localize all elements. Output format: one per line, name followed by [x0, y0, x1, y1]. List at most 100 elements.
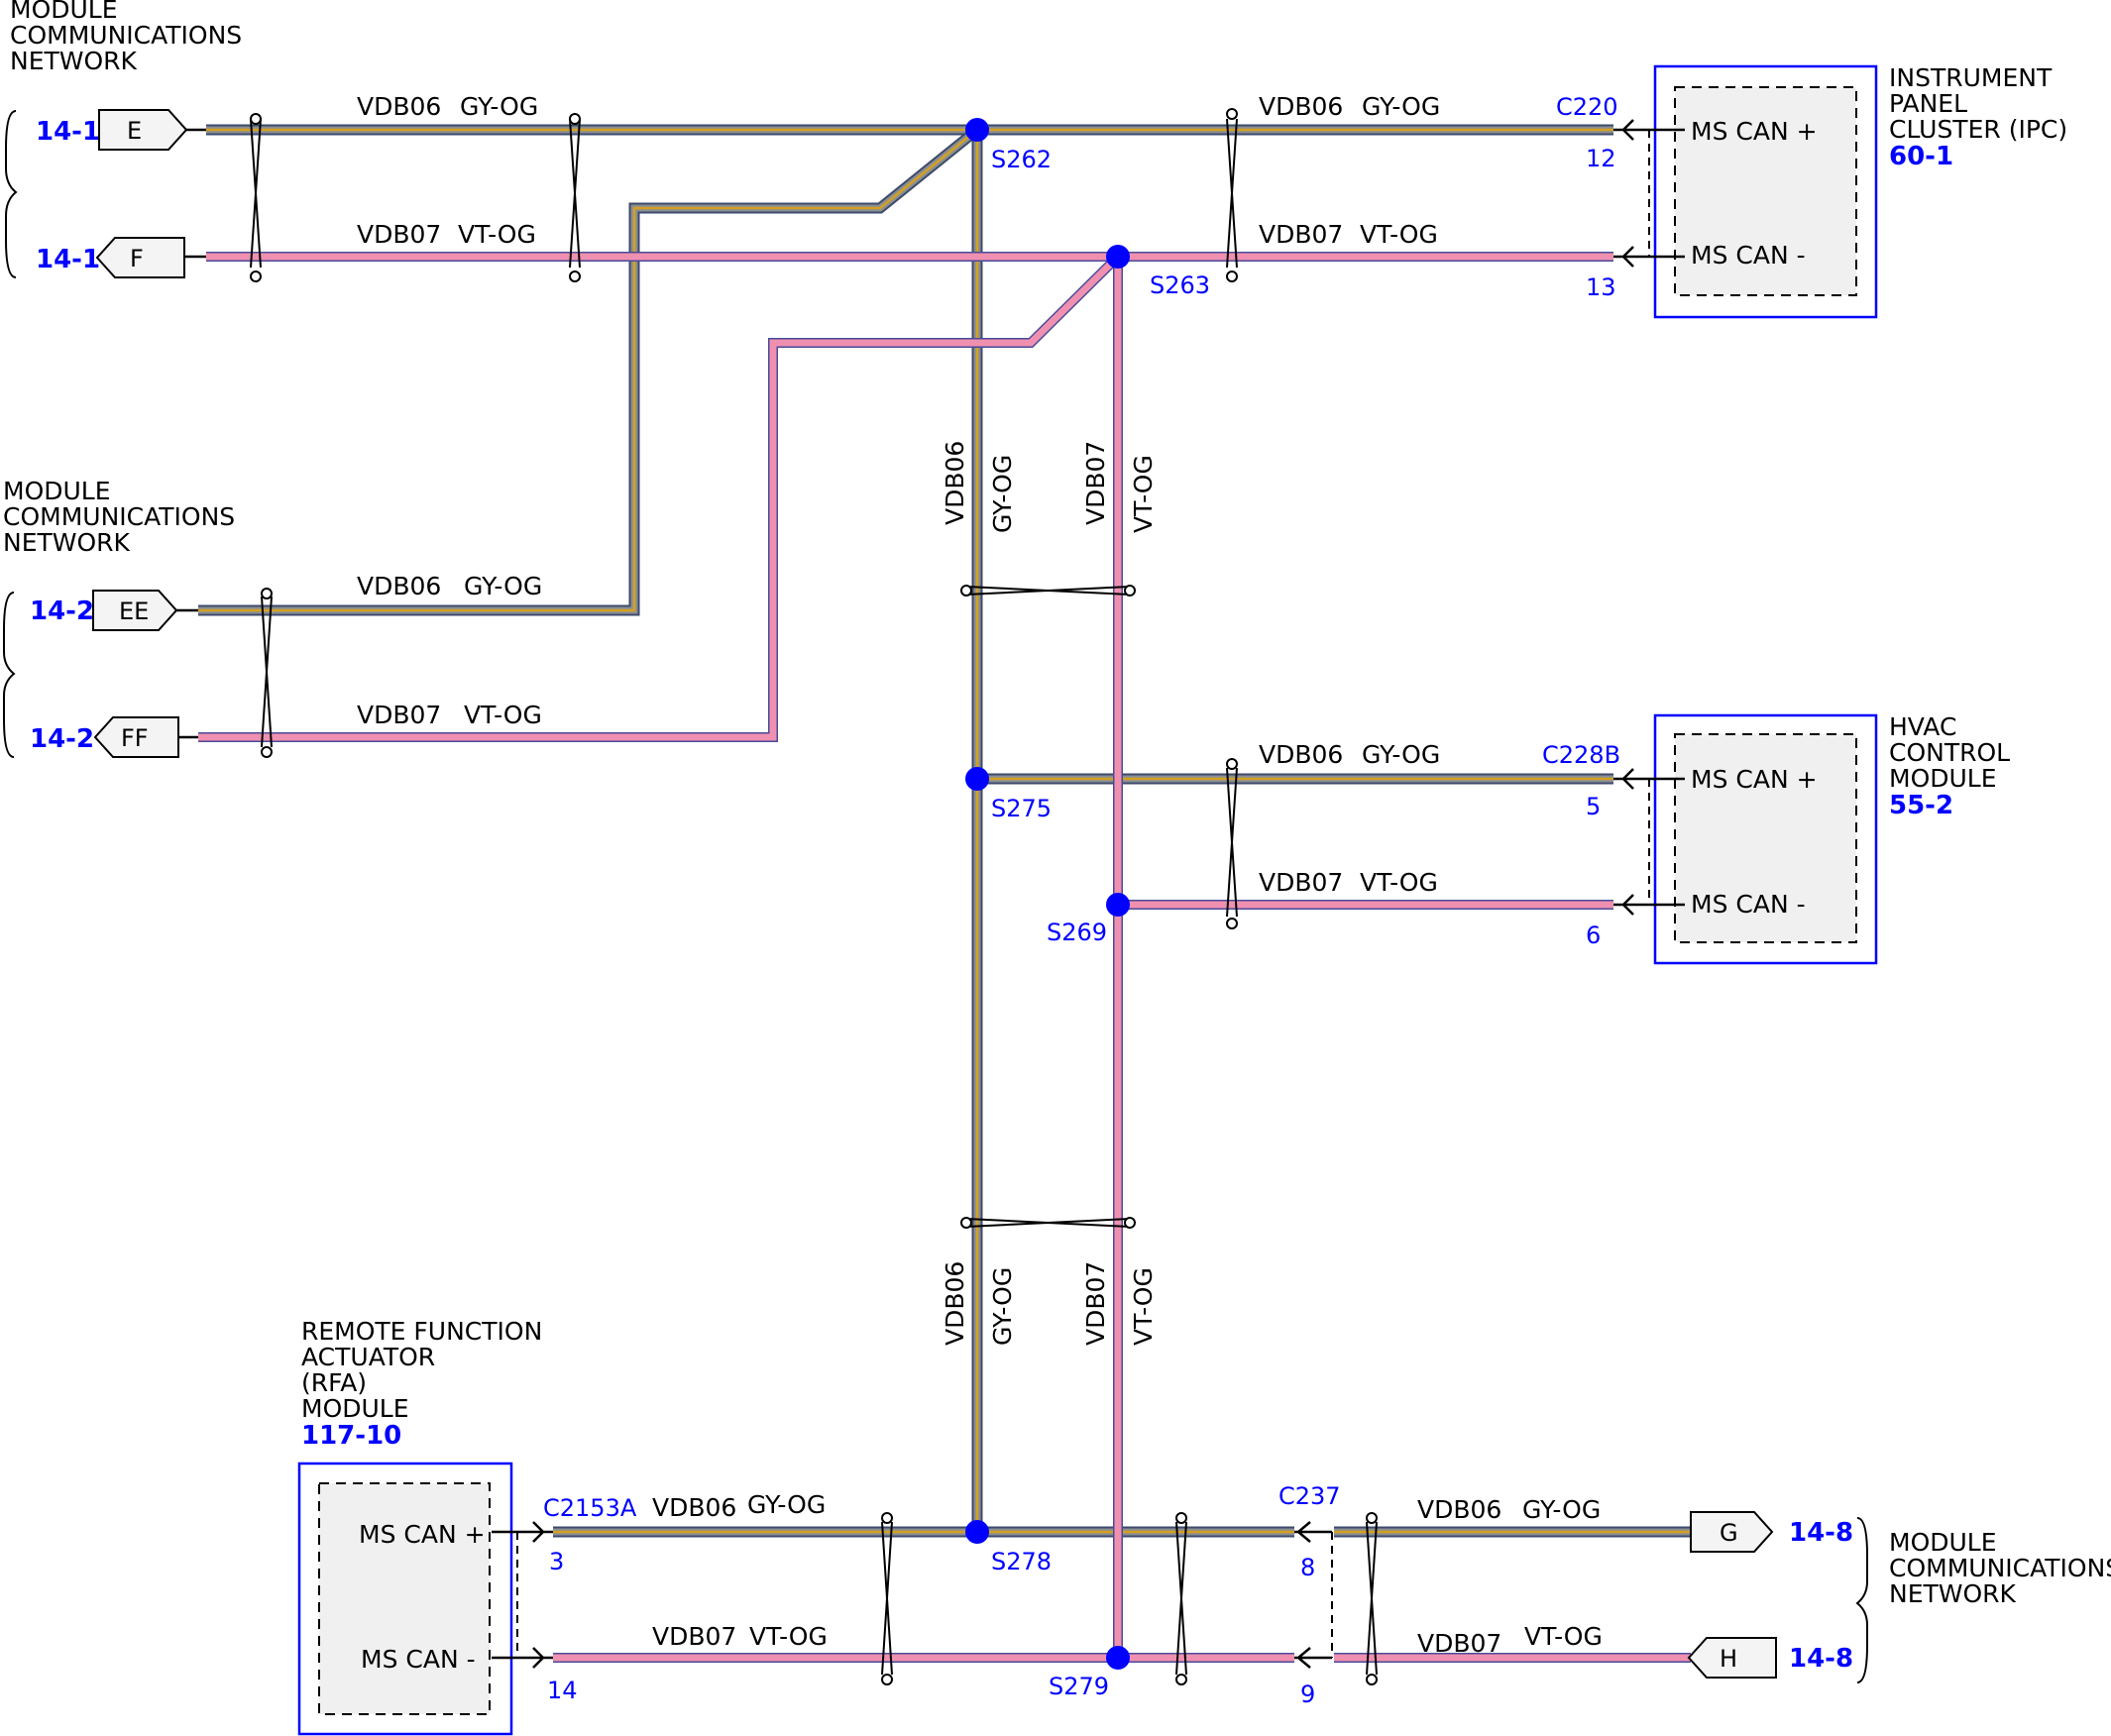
connector-g[interactable]: G	[1690, 1511, 1774, 1553]
pin-number: 8	[1300, 1554, 1315, 1581]
network-label: MODULE	[3, 477, 111, 505]
twist-marker	[1226, 108, 1238, 282]
wire-code: VDB07	[357, 220, 441, 249]
splice-label-s263: S263	[1150, 271, 1210, 299]
ref-link[interactable]: 14-2	[30, 597, 94, 626]
ref-link[interactable]: 14-2	[30, 724, 94, 754]
wire-code: VDB07	[1081, 1261, 1110, 1346]
module-name: CLUSTER (IPC)	[1889, 115, 2067, 144]
network-label: NETWORK	[1889, 1579, 2017, 1608]
wire-code: VDB06	[941, 1261, 969, 1346]
connector-name: C2153A	[543, 1494, 637, 1522]
wire-color: VT-OG	[464, 701, 542, 729]
wire-color: GY-OG	[1362, 740, 1440, 769]
pin-label: MS CAN -	[361, 1645, 476, 1674]
pin-label: MS CAN -	[1691, 890, 1806, 919]
twist-marker	[1175, 1512, 1187, 1685]
wire-code: VDB06	[1259, 92, 1343, 121]
connector-h[interactable]: H	[1687, 1637, 1777, 1679]
splice-s263[interactable]	[1106, 245, 1130, 269]
pin-label: MS CAN +	[1691, 117, 1818, 146]
wire-color: GY-OG	[988, 455, 1017, 533]
module-hvac[interactable]: MS CAN + MS CAN - C228B 5 6 HVAC CONTROL…	[1542, 712, 2010, 965]
splice-s269[interactable]	[1106, 893, 1130, 917]
connector-name: C228B	[1542, 741, 1620, 769]
wire-code: VDB07	[1259, 868, 1343, 897]
brace-icon	[3, 592, 16, 758]
ref-link[interactable]: 14-1	[36, 117, 100, 147]
wire-color: VT-OG	[458, 220, 536, 249]
module-name: INSTRUMENT	[1889, 63, 2053, 92]
wire-color: GY-OG	[1362, 92, 1440, 121]
wire-code: VDB07	[1417, 1629, 1501, 1658]
wire-color: VT-OG	[1129, 1267, 1158, 1346]
connector-f[interactable]: F	[95, 237, 185, 278]
network-label: COMMUNICATIONS	[3, 502, 235, 531]
pin-number: 12	[1586, 145, 1616, 172]
twist-marker	[569, 113, 581, 282]
network-label: COMMUNICATIONS	[1889, 1554, 2111, 1582]
inline-connector-c237[interactable]: C237 8 9	[1278, 1482, 1341, 1708]
module-name: ACTUATOR	[301, 1343, 435, 1371]
pin-number: 3	[549, 1548, 564, 1575]
network-label: MODULE	[1889, 1528, 1997, 1557]
connector-tag: FF	[121, 724, 149, 752]
wire-code: VDB06	[1417, 1495, 1501, 1524]
connector-name: C237	[1278, 1482, 1341, 1510]
wire-color: GY-OG	[464, 572, 542, 600]
module-rfa[interactable]: REMOTE FUNCTION ACTUATOR (RFA) MODULE 11…	[297, 1317, 637, 1736]
network-label: NETWORK	[10, 47, 138, 75]
splice-s278[interactable]	[965, 1520, 989, 1544]
wire-vdb06-ee[interactable]	[198, 125, 981, 616]
network-label: NETWORK	[3, 528, 131, 557]
wire-code: VDB06	[357, 92, 441, 121]
wire-vdb07-ff[interactable]	[198, 253, 1122, 742]
network-bottom-right: G H 14-8 14-8 MODULE COMMUNICATIONS NETW…	[1687, 1511, 2111, 1683]
twist-marker	[1226, 758, 1238, 929]
wire-color: VT-OG	[1360, 220, 1438, 249]
splice-label-s269: S269	[1047, 919, 1107, 946]
wire-code: VDB06	[1259, 740, 1343, 769]
pin-number: 13	[1586, 273, 1616, 301]
twist-marker	[960, 585, 1136, 597]
twist-marker	[881, 1512, 893, 1685]
splice-s275[interactable]	[965, 767, 989, 791]
wire-code: VDB06	[941, 441, 969, 525]
network-label: COMMUNICATIONS	[10, 21, 242, 50]
ref-link[interactable]: 14-8	[1789, 1518, 1853, 1548]
connector-ee[interactable]: EE	[92, 590, 178, 631]
wire-code: VDB07	[652, 1622, 736, 1651]
pin-label: MS CAN +	[359, 1520, 486, 1549]
module-ref: 55-2	[1889, 791, 1953, 820]
splice-label-s278: S278	[991, 1548, 1052, 1575]
twist-marker	[1366, 1512, 1378, 1685]
wire-color: GY-OG	[988, 1267, 1017, 1346]
pin-label: MS CAN +	[1691, 765, 1818, 794]
wire-color: GY-OG	[747, 1490, 826, 1519]
connector-e[interactable]: E	[98, 109, 188, 151]
splice-label-s275: S275	[991, 795, 1052, 822]
splice-s279[interactable]	[1106, 1646, 1130, 1670]
twist-marker	[261, 588, 273, 758]
connector-tag: EE	[119, 597, 149, 625]
module-name: CONTROL	[1889, 738, 2010, 767]
connector-name: C220	[1556, 93, 1618, 121]
module-name: MODULE	[301, 1394, 409, 1423]
ref-link[interactable]: 14-1	[36, 245, 100, 274]
pin-number: 5	[1586, 793, 1601, 820]
connector-ff[interactable]: FF	[93, 716, 179, 758]
wire-color: VT-OG	[1129, 455, 1158, 533]
pin-number: 14	[547, 1677, 578, 1704]
network-label: MODULE	[10, 0, 118, 24]
wire-color: GY-OG	[460, 92, 538, 121]
wire-color: VT-OG	[1524, 1622, 1603, 1651]
gy-og-wires	[198, 124, 1691, 1538]
ref-link[interactable]: 14-8	[1789, 1644, 1853, 1674]
module-name: PANEL	[1889, 89, 1967, 118]
connector-tag: G	[1720, 1519, 1738, 1547]
splice-s262[interactable]	[965, 118, 989, 142]
connector-tag: H	[1720, 1645, 1737, 1673]
splices: S262 S263 S275 S269 S278 S279	[965, 118, 1210, 1700]
module-ipc[interactable]: MS CAN + MS CAN - C220 12 13 INSTRUMENT …	[1556, 63, 2067, 319]
wire-code: VDB07	[1081, 441, 1110, 525]
